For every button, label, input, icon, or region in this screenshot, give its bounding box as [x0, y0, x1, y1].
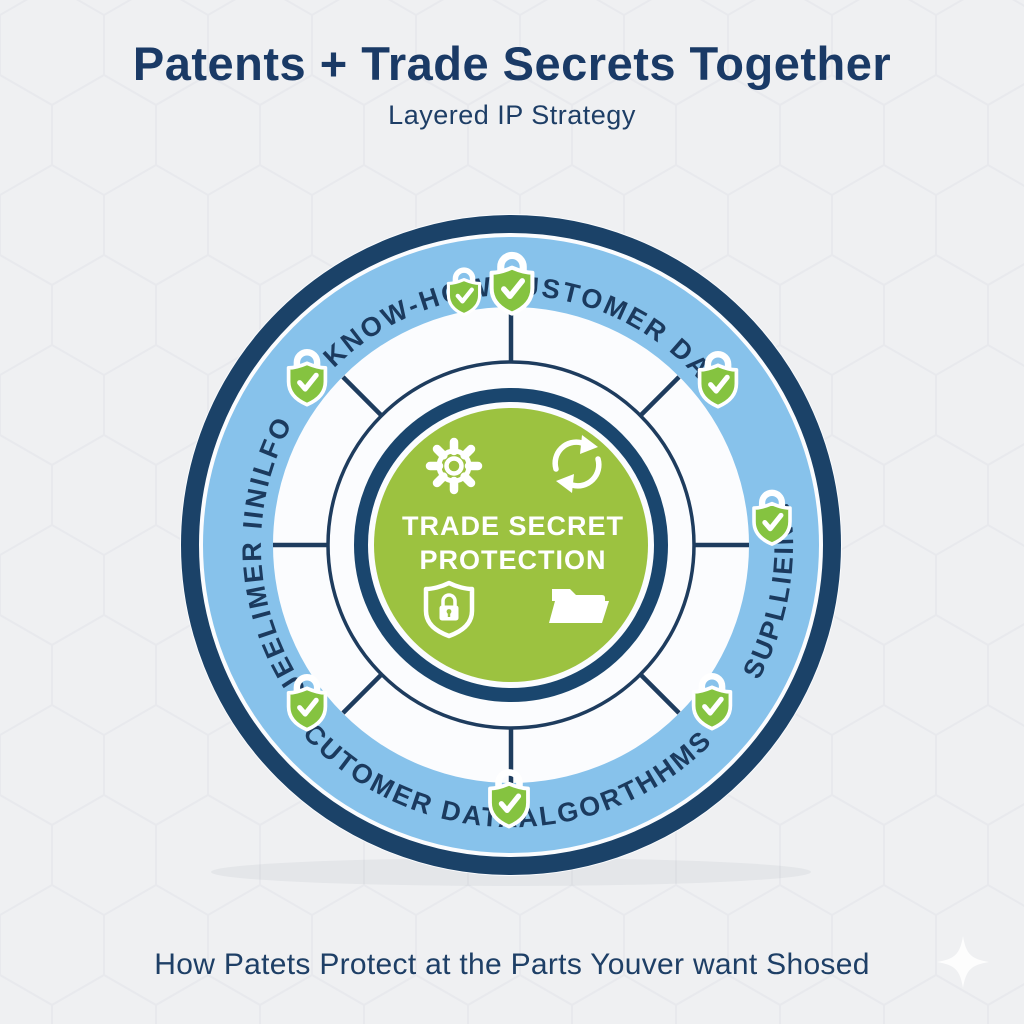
- header: Patents + Trade Secrets Together Layered…: [0, 38, 1024, 131]
- page-title: Patents + Trade Secrets Together: [132, 37, 892, 90]
- gear-icon: [425, 437, 483, 495]
- segment-spoke: [341, 672, 384, 715]
- footer-caption: How Patets Protect at the Parts Youver w…: [154, 948, 870, 981]
- footer: How Patets Protect at the Parts Youver w…: [0, 948, 1024, 982]
- segment-spoke: [638, 375, 681, 418]
- shield-lock-icon: [423, 580, 475, 639]
- page-subtitle: Layered IP Strategy: [388, 99, 636, 130]
- segment-spoke: [638, 672, 681, 715]
- segment-spokes: [273, 307, 749, 783]
- hub-label-line1: TRADE SECRET: [402, 511, 624, 541]
- sync-icon: [552, 435, 602, 493]
- hub-ring: [354, 388, 668, 702]
- folder-icon: [549, 589, 609, 623]
- hub-label-line2: PROTECTION: [419, 545, 606, 575]
- sparkle-icon: [937, 936, 989, 988]
- segment-spoke: [341, 375, 384, 418]
- outer-ring: [181, 215, 841, 875]
